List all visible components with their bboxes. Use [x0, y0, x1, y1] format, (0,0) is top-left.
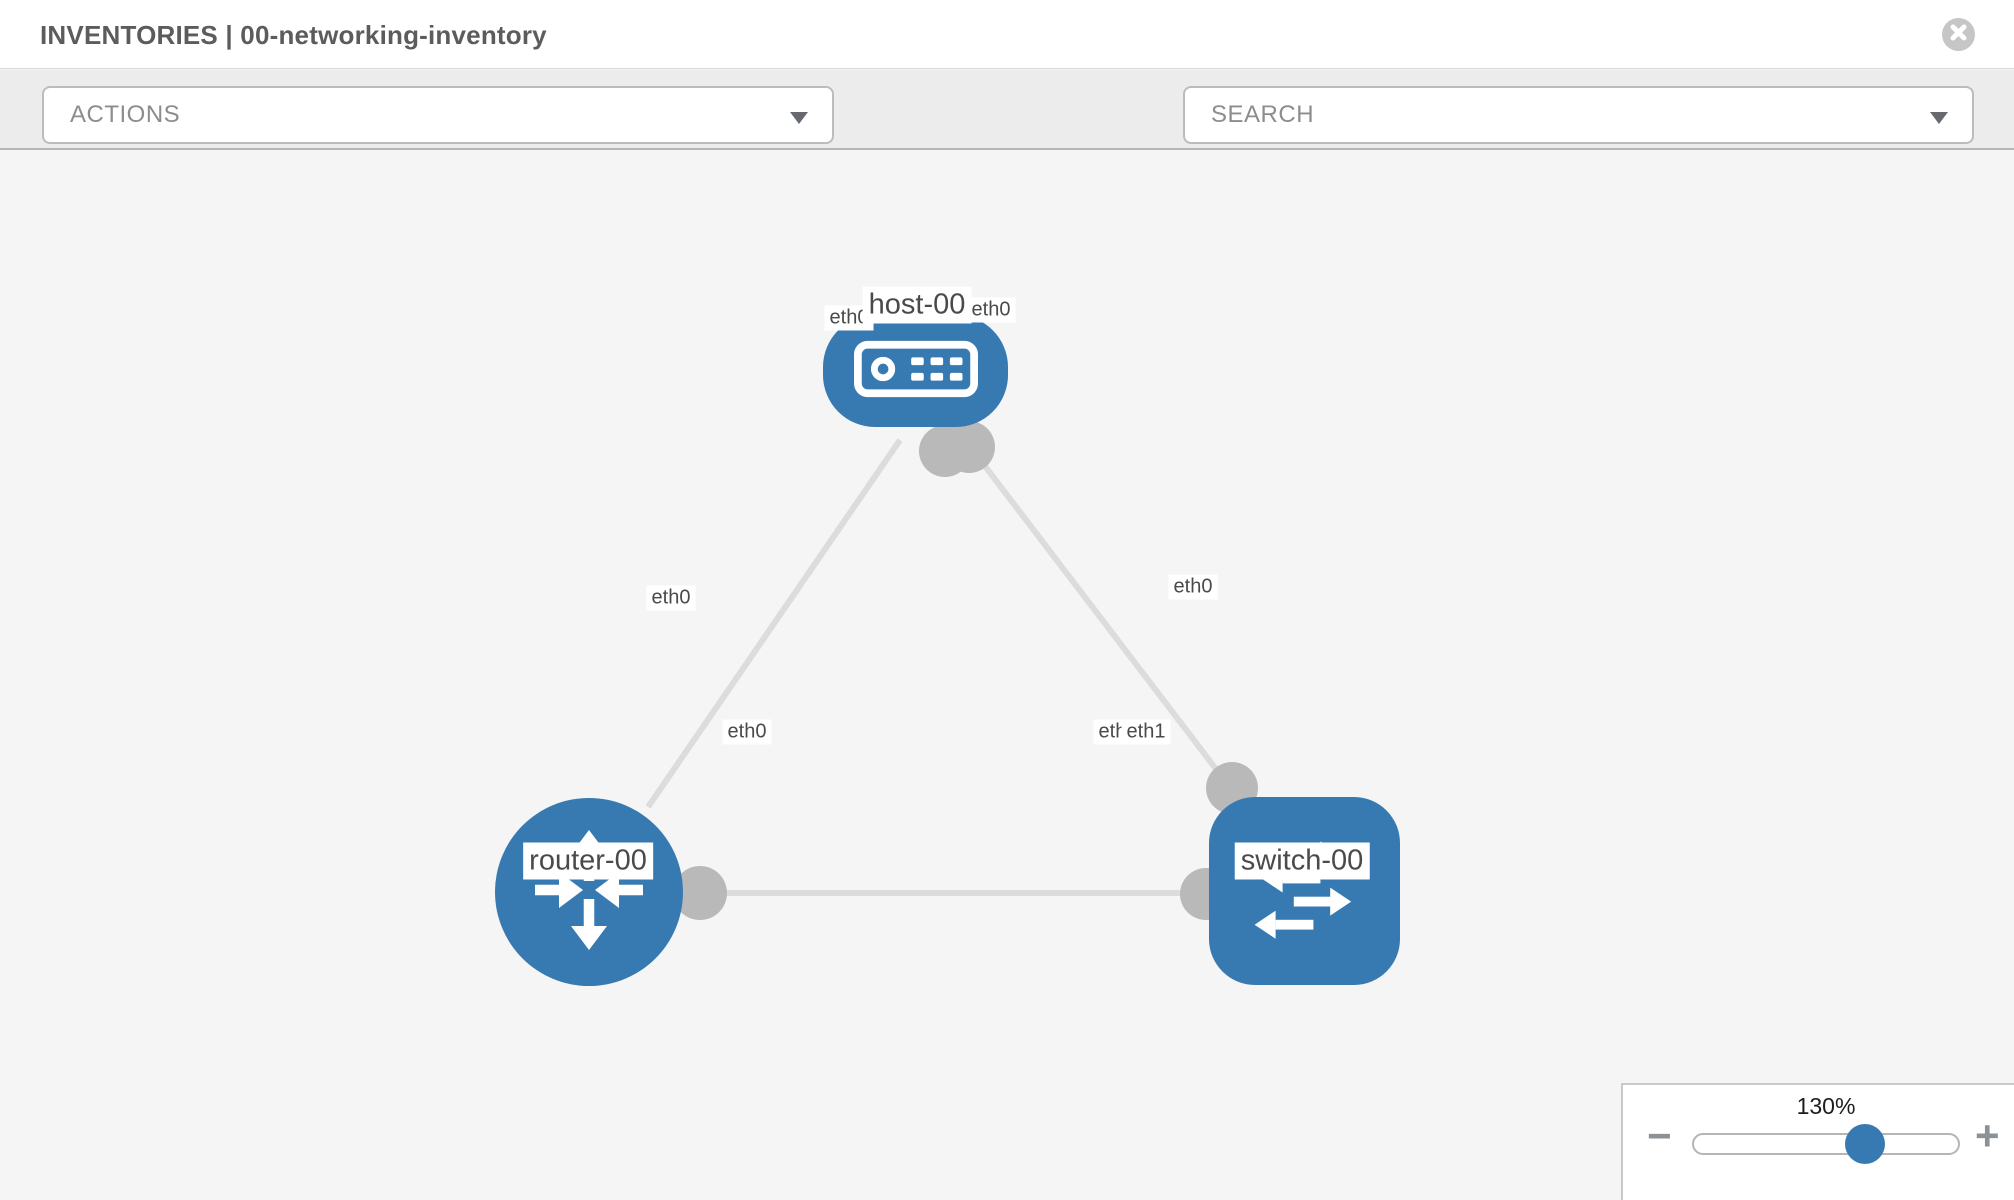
iface-label-router-eth0-top: eth0	[646, 585, 696, 611]
chevron-down-icon	[790, 112, 808, 124]
link-host-switch	[962, 438, 1235, 792]
iface-label-router-eth0-right: eth0	[722, 719, 772, 745]
topology-canvas[interactable]	[0, 152, 2014, 1200]
search-dropdown[interactable]: SEARCH	[1183, 86, 1974, 144]
iface-label-host-eth0-right: eth0	[966, 297, 1016, 323]
iface-label-switch-eth0-top: eth0	[1168, 574, 1218, 600]
header-bar: INVENTORIES | 00-networking-inventory	[0, 0, 2014, 69]
zoom-in-button[interactable]: +	[1975, 1112, 2000, 1159]
node-router-00[interactable]	[495, 798, 683, 986]
zoom-percentage: 130%	[1796, 1093, 1856, 1119]
zoom-out-button[interactable]: −	[1647, 1112, 1672, 1159]
host-icon	[852, 338, 980, 405]
connector-host-b	[943, 421, 995, 473]
close-button[interactable]	[1942, 18, 1975, 51]
page-title: INVENTORIES | 00-networking-inventory	[40, 20, 547, 50]
node-label-switch[interactable]: switch-00	[1234, 842, 1370, 880]
node-host-00[interactable]	[823, 315, 1008, 427]
switch-icon	[1235, 819, 1375, 964]
node-label-host[interactable]: host-00	[862, 286, 972, 324]
node-label-router[interactable]: router-00	[523, 842, 653, 880]
zoom-control-panel: 130% − +	[1621, 1083, 2014, 1200]
node-switch-00[interactable]	[1209, 797, 1400, 985]
router-icon	[514, 815, 664, 970]
iface-label-switch-eth1: eth1	[1121, 719, 1171, 745]
zoom-slider-track[interactable]	[1692, 1133, 1960, 1155]
zoom-slider-knob[interactable]	[1845, 1124, 1885, 1164]
close-icon	[1949, 23, 1968, 47]
search-dropdown-label: SEARCH	[1211, 101, 1315, 128]
actions-dropdown-label: ACTIONS	[70, 101, 181, 128]
link-router-host	[645, 438, 903, 809]
toolbar: ACTIONS SEARCH	[0, 70, 2014, 204]
connector-router-right	[673, 866, 727, 920]
actions-dropdown[interactable]: ACTIONS	[42, 86, 834, 144]
chevron-down-icon	[1930, 112, 1948, 124]
